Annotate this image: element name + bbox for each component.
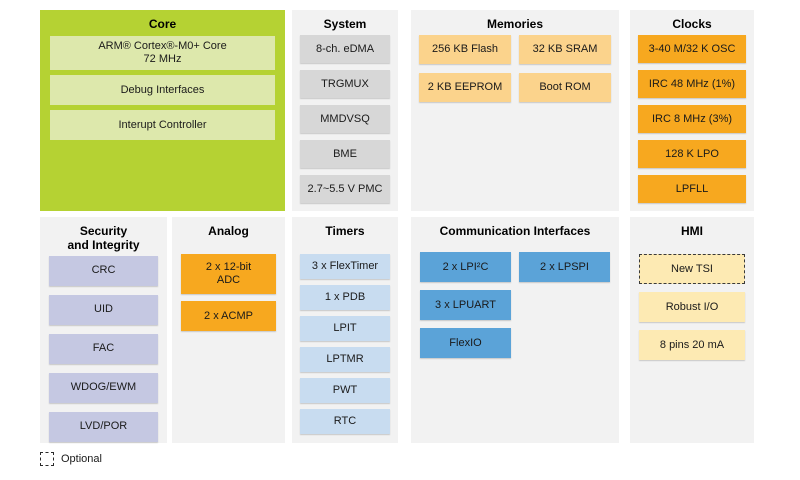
section-core-title: Core (148, 17, 177, 31)
section-core: Core ARM® Cortex®-M0+ Core 72 MHz Debug … (40, 10, 285, 211)
block-irc-8mhz: IRC 8 MHz (3%) (638, 105, 746, 134)
section-memories-items: 256 KB Flash 32 KB SRAM 2 KB EEPROM Boot… (419, 35, 611, 103)
section-timers: Timers 3 x FlexTimer 1 x PDB LPIT LPTMR … (292, 217, 398, 443)
section-timers-items: 3 x FlexTimer 1 x PDB LPIT LPTMR PWT RTC (300, 254, 390, 435)
block-rtc: RTC (300, 409, 390, 435)
block-bme: BME (300, 140, 390, 169)
section-comm-items: 2 x LPI²C 2 x LPSPI 3 x LPUART FlexIO (420, 252, 610, 359)
block-debug-interfaces: Debug Interfaces (50, 75, 275, 106)
block-crc: CRC (49, 255, 158, 286)
section-analog: Analog 2 x 12-bit ADC 2 x ACMP (172, 217, 285, 443)
section-hmi: HMI New TSI Robust I/O 8 pins 20 mA (630, 217, 754, 443)
optional-dashed-swatch (40, 452, 54, 466)
section-system-title: System (323, 17, 367, 31)
section-timers-title: Timers (325, 224, 365, 238)
legend: Optional (40, 452, 102, 466)
block-osc: 3-40 M/32 K OSC (638, 35, 746, 64)
block-lptmr: LPTMR (300, 347, 390, 373)
section-comm-title: Communication Interfaces (439, 224, 591, 238)
section-memories-title: Memories (486, 17, 544, 31)
block-interrupt-controller: Interupt Controller (50, 110, 275, 141)
block-lpfll: LPFLL (638, 175, 746, 204)
block-8-pins-20ma: 8 pins 20 mA (639, 330, 745, 361)
section-core-items: ARM® Cortex®-M0+ Core 72 MHz Debug Inter… (50, 36, 275, 141)
block-arm-cortex-m0-core: ARM® Cortex®-M0+ Core 72 MHz (50, 36, 275, 71)
block-uid: UID (49, 294, 158, 325)
block-pmc: 2.7~5.5 V PMC (300, 175, 390, 204)
section-communication-interfaces: Communication Interfaces 2 x LPI²C 2 x L… (411, 217, 619, 443)
section-clocks: Clocks 3-40 M/32 K OSC IRC 48 MHz (1%) I… (630, 10, 754, 211)
block-robust-io: Robust I/O (639, 292, 745, 323)
block-adc: 2 x 12-bit ADC (181, 254, 276, 295)
section-security-items: CRC UID FAC WDOG/EWM LVD/POR (49, 255, 158, 442)
section-security-and-integrity: Security and Integrity CRC UID FAC WDOG/… (40, 217, 167, 443)
block-lpi2c: 2 x LPI²C (420, 252, 511, 283)
block-wdog-ewm: WDOG/EWM (49, 372, 158, 403)
block-boot-rom: Boot ROM (519, 73, 611, 103)
section-security-title: Security and Integrity (67, 224, 140, 253)
section-clocks-title: Clocks (672, 17, 712, 31)
block-lvd-por: LVD/POR (49, 411, 158, 442)
section-memories: Memories 256 KB Flash 32 KB SRAM 2 KB EE… (411, 10, 619, 211)
block-acmp: 2 x ACMP (181, 301, 276, 332)
block-lpuart: 3 x LPUART (420, 290, 511, 321)
section-analog-items: 2 x 12-bit ADC 2 x ACMP (181, 254, 276, 332)
section-system: System 8-ch. eDMA TRGMUX MMDVSQ BME 2.7~… (292, 10, 398, 211)
block-flash: 256 KB Flash (419, 35, 511, 65)
section-system-items: 8-ch. eDMA TRGMUX MMDVSQ BME 2.7~5.5 V P… (300, 35, 390, 204)
block-trgmux: TRGMUX (300, 70, 390, 99)
block-flextimer: 3 x FlexTimer (300, 254, 390, 280)
block-mmdvsq: MMDVSQ (300, 105, 390, 134)
section-hmi-title: HMI (681, 224, 703, 238)
section-hmi-items: New TSI Robust I/O 8 pins 20 mA (639, 254, 745, 361)
block-flexio: FlexIO (420, 328, 511, 359)
section-analog-title: Analog (208, 224, 249, 238)
block-eeprom: 2 KB EEPROM (419, 73, 511, 103)
block-fac: FAC (49, 333, 158, 364)
block-lpspi: 2 x LPSPI (519, 252, 610, 283)
block-pwt: PWT (300, 378, 390, 404)
block-sram: 32 KB SRAM (519, 35, 611, 65)
block-irc-48mhz: IRC 48 MHz (1%) (638, 70, 746, 99)
block-lpo: 128 K LPO (638, 140, 746, 169)
block-new-tsi: New TSI (639, 254, 745, 285)
block-pdb: 1 x PDB (300, 285, 390, 311)
optional-label: Optional (61, 453, 102, 465)
block-lpit: LPIT (300, 316, 390, 342)
block-edma: 8-ch. eDMA (300, 35, 390, 64)
section-clocks-items: 3-40 M/32 K OSC IRC 48 MHz (1%) IRC 8 MH… (638, 35, 746, 204)
